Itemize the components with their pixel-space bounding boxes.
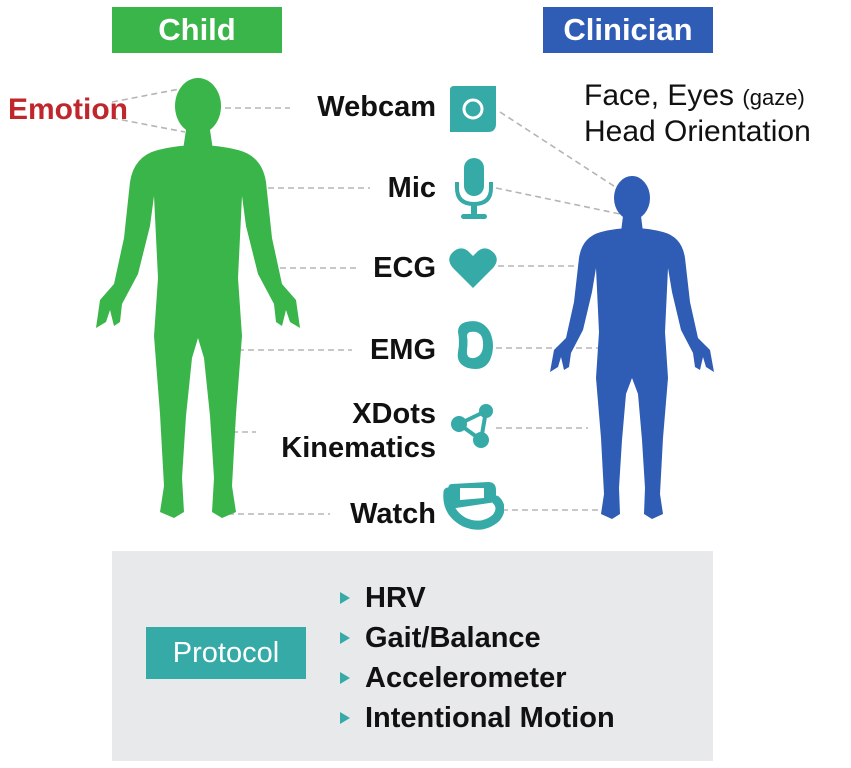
xdots-line1: XDots (352, 398, 436, 430)
clinician-features: Face, Eyes (gaze) Head Orientation (584, 79, 811, 149)
line-webcam-clinician (499, 111, 621, 191)
head-orientation-text: Head Orientation (584, 115, 811, 148)
sensor-label-emg: EMG (369, 334, 436, 366)
bullet-triangle-icon (340, 712, 350, 724)
microphone-icon (455, 158, 493, 219)
protocol-item: Intentional Motion (340, 698, 615, 738)
line-mic-clinician (495, 187, 621, 215)
heart-icon (449, 248, 497, 288)
line-emotion-head-bottom (111, 117, 186, 133)
clinician-feature-line1: Face, Eyes (gaze) (584, 79, 811, 115)
clinician-figure (550, 176, 714, 519)
sensor-label-xdots: XDots Kinematics (256, 397, 436, 465)
smartwatch-icon (443, 482, 504, 530)
child-header-label: Child (158, 12, 236, 47)
network-nodes-icon (451, 404, 493, 448)
protocol-item: HRV (340, 578, 615, 618)
face-eyes-text: Face, Eyes (584, 79, 735, 112)
emotion-label: Emotion (8, 93, 128, 126)
clinician-header: Clinician (543, 7, 713, 53)
sensor-label-mic: Mic (387, 172, 436, 204)
protocol-badge: Protocol (146, 627, 306, 679)
protocol-badge-label: Protocol (172, 636, 280, 669)
gaze-text: (gaze) (742, 85, 805, 110)
sensor-label-webcam: Webcam (317, 91, 436, 123)
protocol-item-gait: Gait/Balance (365, 622, 541, 654)
clinician-header-label: Clinician (563, 12, 693, 47)
emg-sensor-icon (457, 321, 493, 369)
bullet-triangle-icon (340, 672, 350, 684)
bullet-triangle-icon (340, 592, 350, 604)
sensor-label-ecg: ECG (373, 252, 436, 284)
protocol-item-accelerometer: Accelerometer (365, 662, 567, 694)
child-header: Child (112, 7, 282, 53)
webcam-icon (450, 86, 496, 132)
protocol-item: Accelerometer (340, 658, 615, 698)
protocol-item-hrv: HRV (365, 582, 426, 614)
protocol-list: HRV Gait/Balance Accelerometer Intention… (340, 578, 615, 738)
protocol-item: Gait/Balance (340, 618, 615, 658)
xdots-line2: Kinematics (281, 432, 436, 464)
child-figure (96, 78, 300, 518)
protocol-item-intentional-motion: Intentional Motion (365, 702, 615, 734)
sensor-label-watch: Watch (350, 498, 436, 530)
line-emotion-head-top (111, 87, 186, 103)
bullet-triangle-icon (340, 632, 350, 644)
